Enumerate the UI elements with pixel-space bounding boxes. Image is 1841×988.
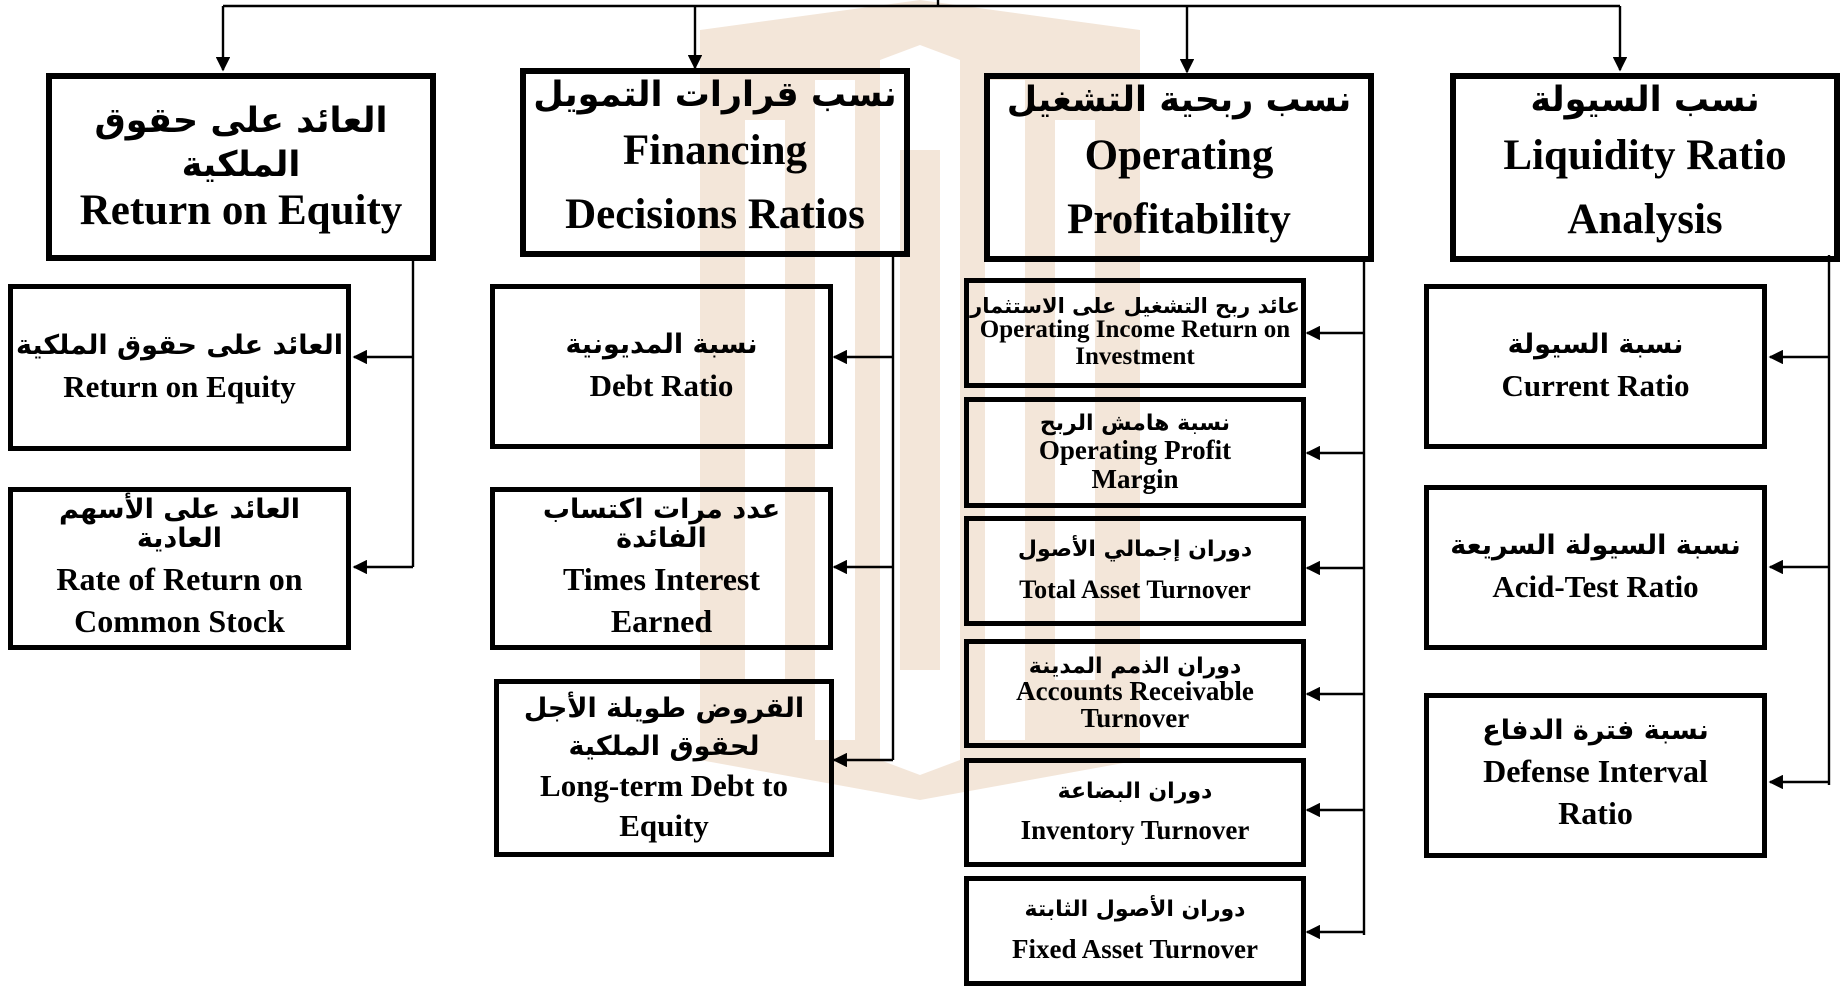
item-accounts-receivable-turnover-en: Accounts Receivable Turnover xyxy=(1016,675,1254,733)
header-operating-en: Operating Profitability xyxy=(1067,131,1291,244)
item-return-on-common-stock: العائد على الأسهم العادية Rate of Return… xyxy=(8,487,351,650)
item-defense-interval-ratio-en: Defense Interval Ratio xyxy=(1483,753,1708,832)
item-times-interest-earned: عدد مرات اكتساب الفائدة Times Interest E… xyxy=(490,487,833,650)
item-return-on-common-stock-en: Rate of Return on Common Stock xyxy=(56,561,303,639)
item-acid-test-ratio-ar: نسبة السيولة السريعة xyxy=(1450,530,1741,562)
item-acid-test-ratio: نسبة السيولة السريعة Acid-Test Ratio xyxy=(1424,485,1767,650)
header-liquidity-ar: نسب السيولة xyxy=(1530,80,1760,121)
item-inventory-turnover-en: Inventory Turnover xyxy=(1020,814,1250,845)
item-accounts-receivable-turnover-ar: دوران الذمم المدينة xyxy=(1028,653,1242,679)
header-financing-en: Financing Decisions Ratios xyxy=(565,126,865,239)
item-operating-income-roi: عائد ربح التشغيل على الاستثمار Operating… xyxy=(964,278,1306,388)
header-liquidity: نسب السيولة Liquidity Ratio Analysis xyxy=(1450,73,1840,262)
item-fixed-asset-turnover-ar: دوران الأصول الثابتة xyxy=(1024,896,1246,922)
item-defense-interval-ratio-ar: نسبة فترة الدفاع xyxy=(1482,715,1709,747)
item-current-ratio: نسبة السيولة Current Ratio xyxy=(1424,284,1767,449)
item-current-ratio-en: Current Ratio xyxy=(1501,368,1690,404)
item-long-term-debt-to-equity-ar: القروض طويلة الأجل لحقوق الملكية xyxy=(523,692,805,762)
item-debt-ratio-ar: نسبة المديونية xyxy=(565,329,758,361)
item-operating-income-roi-en: Operating Income Return on Investment xyxy=(979,316,1291,370)
item-defense-interval-ratio: نسبة فترة الدفاع Defense Interval Ratio xyxy=(1424,693,1767,858)
item-acid-test-ratio-en: Acid-Test Ratio xyxy=(1492,569,1699,605)
item-operating-profit-margin-ar: نسبة هامش الربح xyxy=(1039,411,1231,437)
item-total-asset-turnover: دوران إجمالي الأصول Total Asset Turnover xyxy=(964,516,1306,626)
header-roe: العائد على حقوق الملكية Return on Equity xyxy=(46,73,436,261)
item-accounts-receivable-turnover: دوران الذمم المدينة Accounts Receivable … xyxy=(964,639,1306,748)
item-total-asset-turnover-ar: دوران إجمالي الأصول xyxy=(1017,537,1253,563)
item-fixed-asset-turnover: دوران الأصول الثابتة Fixed Asset Turnove… xyxy=(964,876,1306,986)
item-debt-ratio: نسبة المديونية Debt Ratio xyxy=(490,284,833,449)
item-operating-income-roi-ar: عائد ربح التشغيل على الاستثمار xyxy=(970,294,1300,319)
item-fixed-asset-turnover-en: Fixed Asset Turnover xyxy=(1011,934,1259,965)
header-roe-en: Return on Equity xyxy=(79,186,403,234)
header-liquidity-en: Liquidity Ratio Analysis xyxy=(1503,131,1787,244)
header-financing-ar: نسب قرارات التمويل xyxy=(533,75,897,116)
item-operating-profit-margin: نسبة هامش الربح Operating Profit Margin xyxy=(964,397,1306,508)
item-inventory-turnover: دوران البضاعة Inventory Turnover xyxy=(964,758,1306,867)
item-return-on-equity: العائد على حقوق الملكية Return on Equity xyxy=(8,284,351,451)
item-operating-profit-margin-en: Operating Profit Margin xyxy=(1038,435,1232,494)
item-inventory-turnover-ar: دوران البضاعة xyxy=(1057,779,1213,805)
item-return-on-common-stock-ar: العائد على الأسهم العادية xyxy=(59,493,300,554)
item-times-interest-earned-ar: عدد مرات اكتساب الفائدة xyxy=(542,493,781,554)
item-long-term-debt-to-equity: القروض طويلة الأجل لحقوق الملكية Long-te… xyxy=(494,679,834,857)
item-debt-ratio-en: Debt Ratio xyxy=(589,368,734,404)
item-long-term-debt-to-equity-en: Long-term Debt to Equity xyxy=(540,767,788,843)
item-return-on-equity-ar: العائد على حقوق الملكية xyxy=(15,330,344,362)
item-current-ratio-ar: نسبة السيولة xyxy=(1507,329,1684,361)
header-roe-ar: العائد على حقوق الملكية xyxy=(94,101,388,185)
item-total-asset-turnover-en: Total Asset Turnover xyxy=(1019,574,1251,604)
item-times-interest-earned-en: Times Interest Earned xyxy=(562,561,760,639)
header-financing: نسب قرارات التمويل Financing Decisions R… xyxy=(520,68,910,257)
header-operating: نسب ربحية التشغيل Operating Profitabilit… xyxy=(984,73,1374,262)
item-return-on-equity-en: Return on Equity xyxy=(63,369,296,405)
header-operating-ar: نسب ربحية التشغيل xyxy=(1006,80,1352,121)
